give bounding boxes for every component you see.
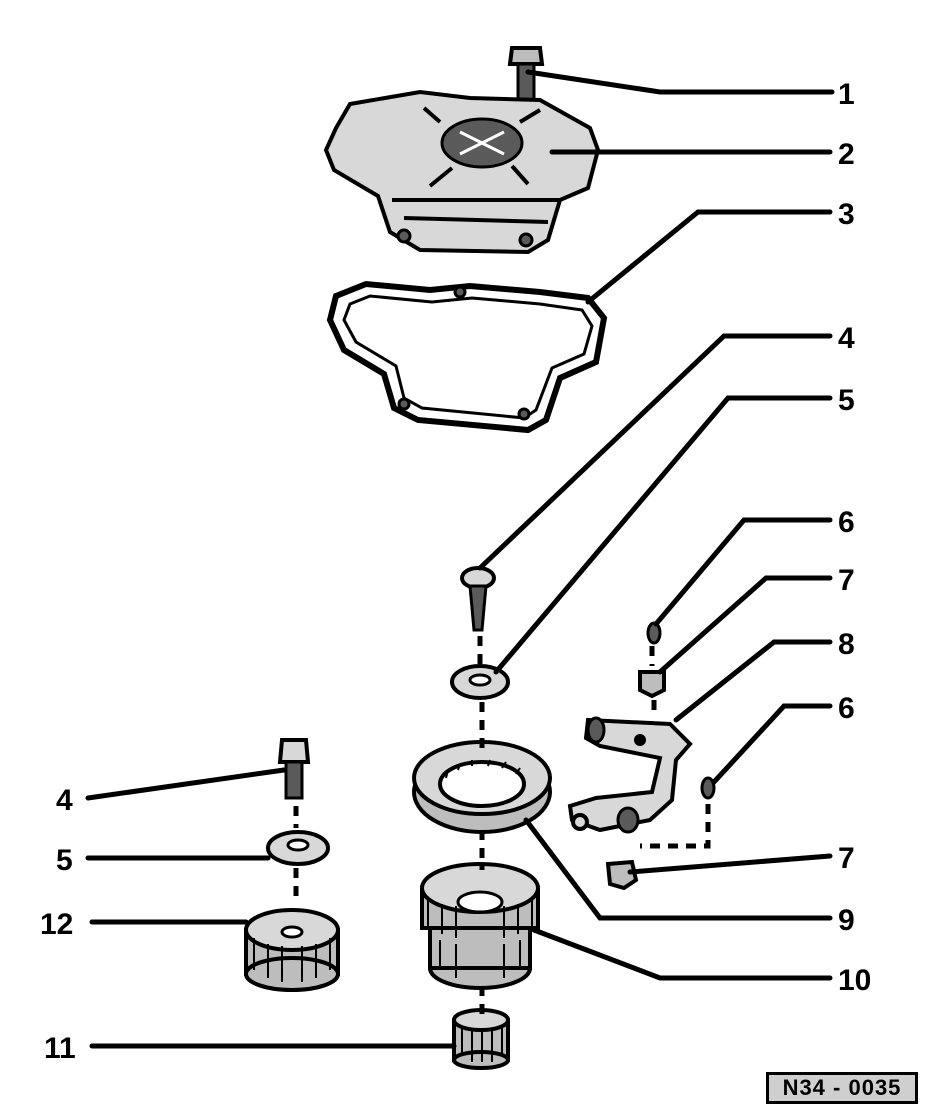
callout-12: 12 xyxy=(40,908,73,941)
callout-7b: 7 xyxy=(838,842,855,875)
callout-9: 9 xyxy=(838,904,855,937)
leader-lines xyxy=(85,69,835,1049)
callout-8: 8 xyxy=(838,628,855,661)
part-7-bushing-upper xyxy=(638,670,666,699)
part-9-synchro-ring xyxy=(412,740,552,834)
part-7-bushing-lower xyxy=(605,859,639,891)
reference-code: N34 - 0035 xyxy=(782,1075,902,1100)
callout-11: 11 xyxy=(44,1032,76,1065)
part-2-cover xyxy=(323,89,601,255)
part-10-gear xyxy=(420,862,540,990)
linkage-axis xyxy=(640,646,711,849)
leader-6a xyxy=(653,517,833,627)
callout-10: 10 xyxy=(838,964,871,997)
callout-2: 2 xyxy=(838,138,855,171)
callout-4a: 4 xyxy=(838,322,855,355)
callout-4b: 4 xyxy=(56,784,73,817)
part-5-washer-left xyxy=(266,830,330,866)
callout-6b: 6 xyxy=(838,692,855,725)
leader-7a xyxy=(657,575,833,675)
part-8-lever xyxy=(567,716,693,834)
leader-4b xyxy=(85,767,287,801)
callout-labels: 1 2 3 4 5 6 7 8 6 7 9 10 4 5 12 11 xyxy=(40,78,871,1065)
callout-7a: 7 xyxy=(838,564,855,597)
leader-8 xyxy=(673,639,833,723)
leader-10 xyxy=(531,927,833,981)
reference-code-box: N34 - 0035 xyxy=(766,1072,918,1104)
callout-6a: 6 xyxy=(838,506,855,539)
part-12-small-gear xyxy=(244,908,340,992)
callout-1: 1 xyxy=(838,78,855,111)
leader-6b xyxy=(711,703,833,785)
part-6-screw-upper xyxy=(646,621,662,645)
callout-3: 3 xyxy=(838,198,855,231)
leader-9 xyxy=(523,817,833,921)
callout-5a: 5 xyxy=(838,384,855,417)
part-3-gasket xyxy=(326,280,608,434)
leader-1 xyxy=(525,69,835,95)
part-4-screw-center xyxy=(460,566,496,632)
leader-7b xyxy=(627,853,833,875)
part-6-screw-lower xyxy=(700,776,716,800)
leader-5a xyxy=(493,395,833,675)
leader-3 xyxy=(585,209,833,305)
part-5-washer-center xyxy=(450,664,510,700)
part-4-bolt-left xyxy=(277,738,311,800)
callout-5b: 5 xyxy=(56,844,73,877)
leader-4a xyxy=(477,333,833,571)
center-axis xyxy=(477,636,485,1014)
part-11-needle-bearing xyxy=(452,1008,510,1070)
